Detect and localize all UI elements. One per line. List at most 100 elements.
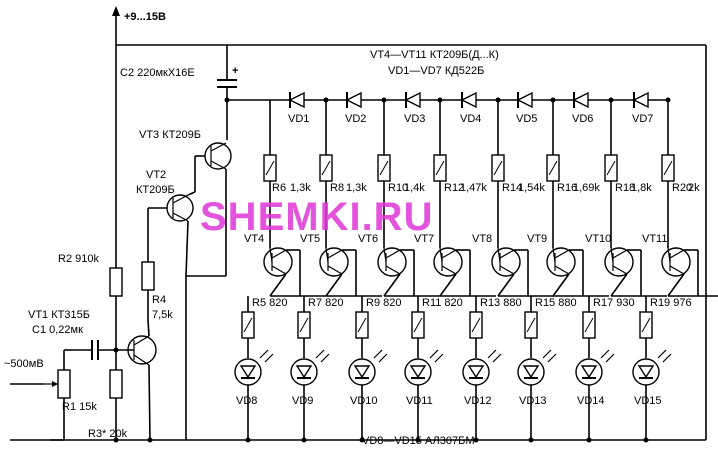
- stage-3-transistor: [377, 247, 407, 277]
- stage-6-led-triangle: [522, 365, 540, 379]
- stage-1-led-label: VD8: [236, 395, 257, 407]
- stage-1-vt-label: VT4: [244, 233, 264, 245]
- stage-7-top-resistor-mark: [606, 160, 616, 176]
- stage-6-base-lead: [552, 247, 556, 263]
- stage-2-rtop-name: R8: [330, 182, 344, 194]
- stage-6-rbot-label: R15 880: [535, 297, 577, 309]
- stage-2-led-arrow-2: [320, 353, 330, 363]
- vt1-collector-wire: [147, 319, 150, 337]
- stage-2-led-label: VD9: [292, 395, 313, 407]
- stage-2-base-lead: [325, 247, 329, 263]
- stage-5-led-arrow-1: [487, 349, 497, 359]
- stage-5-transistor: [491, 247, 521, 277]
- stage-7-led-triangle: [580, 365, 598, 379]
- stage-6-led-arrow-2: [547, 353, 557, 363]
- stage-8-led-triangle: [637, 365, 655, 379]
- supply-arrow-icon: [112, 6, 120, 16]
- stage-5-emitter-down: [497, 273, 515, 297]
- stage-2-top-resistor-mark: [321, 160, 331, 176]
- stage-6-bottom-resistor-mark: [526, 317, 536, 333]
- stage-5-emitter-lead: [499, 265, 515, 275]
- stage-8-rtop-value: 2k: [688, 182, 700, 194]
- stage-5-rtop-value: 1,54k: [518, 182, 545, 194]
- vt3-collector-lead: [210, 142, 227, 152]
- stage-8-led-arrow-1: [657, 349, 667, 359]
- stage-5-rtop-name: R14: [502, 182, 522, 194]
- vt2-emitter-wire: [185, 220, 189, 277]
- diode-3-body: [404, 91, 421, 109]
- diode-1-body: [288, 91, 305, 109]
- stage-7-led-arrow-1: [600, 349, 610, 359]
- stage-5-bottom-resistor-mark: [471, 317, 481, 333]
- stage-7-emitter-down: [610, 273, 628, 297]
- stage-4-emitter-lead: [441, 265, 457, 275]
- static-labels: +9...15В VT4—VT11 КТ209Б(Д...К) VD1—VD7 …: [4, 11, 499, 447]
- stage-8-bus-junction: [665, 97, 671, 103]
- vt2-label-b: КТ209Б: [136, 184, 175, 196]
- stage-4-led-arrow-2: [434, 353, 444, 363]
- stage-7-transistor: [604, 247, 634, 277]
- stage-8-vt-label: VT11: [642, 233, 667, 245]
- stage-5-collector-lead: [499, 249, 515, 259]
- stage-7-bus-junction: [608, 97, 614, 103]
- stage-5-vt-label: VT8: [472, 233, 492, 245]
- stage-8-led-label: VD15: [634, 395, 662, 407]
- vt1-emitter-lead: [133, 354, 150, 366]
- stage-2-emitter-lead: [327, 265, 343, 275]
- stage-7-rbot-label: R17 930: [593, 297, 635, 309]
- stage-3-rtop-value: 1,4k: [404, 182, 425, 194]
- stage-8-top-resistor-mark: [663, 160, 673, 176]
- diode-7-body: [632, 91, 649, 109]
- r1-label: R1 15k: [62, 401, 97, 413]
- stage-1-base-lead: [269, 247, 273, 263]
- diode-1-label: VD1: [288, 113, 309, 125]
- stage-7-base-lead: [610, 247, 614, 263]
- stage-7-emitter-lead: [612, 265, 628, 275]
- stage-2-led-arrow-1: [315, 349, 325, 359]
- stage-5-bus-junction: [495, 97, 501, 103]
- stage-3-emitter-lead: [385, 265, 401, 275]
- stage-5-rbot-label: R13 880: [480, 297, 522, 309]
- stage-8-ground-junction: [643, 437, 649, 443]
- stage-3-bus-junction: [381, 97, 387, 103]
- c2-plus-label: +: [232, 65, 238, 77]
- r4-label-b: 7,5k: [152, 309, 173, 321]
- vt2-collector-lead: [172, 194, 189, 204]
- stage-1-led-arrow-1: [259, 349, 269, 359]
- supply-label: +9...15В: [124, 11, 166, 23]
- vt2-collector-wire: [187, 191, 196, 196]
- stage-1-bottom-resistor-mark: [243, 317, 253, 333]
- diode-7-label: VD7: [632, 113, 653, 125]
- stage-6-led-arrow-1: [542, 349, 552, 359]
- vt1-label: VT1 КТ315Б: [28, 309, 90, 321]
- vt1-collector-lead: [133, 335, 150, 346]
- wiper-arrow-icon: [52, 381, 58, 387]
- stage-4-rtop-value: 1,47k: [460, 182, 487, 194]
- stage-1-transistor: [263, 247, 293, 277]
- stage-7-led-label: VD14: [577, 395, 605, 407]
- diode-4-body: [460, 91, 477, 109]
- transistors-note: VT4—VT11 КТ209Б(Д...К): [370, 49, 499, 61]
- stage-4-led-label: VD11: [406, 395, 433, 407]
- stage-3-base-lead: [383, 247, 387, 263]
- watermark-text: SHEMKI.RU: [200, 195, 433, 239]
- stage-4-led-triangle: [409, 365, 427, 379]
- stage-4-emitter-down: [439, 273, 457, 297]
- stage-2-collector-lead: [327, 249, 343, 259]
- stage-3-rtop-name: R10: [388, 182, 408, 194]
- stage-1-ground-junction: [245, 437, 251, 443]
- stage-3-vt-label: VT6: [358, 233, 378, 245]
- stage-6-top-resistor-mark: [548, 160, 558, 176]
- stage-2-led-triangle: [295, 365, 313, 379]
- stage-6-transistor: [546, 247, 576, 277]
- diode-5-body: [516, 91, 533, 109]
- stage-3-led-arrow-1: [373, 349, 383, 359]
- diode-4-label: VD4: [460, 113, 481, 125]
- stage-4-base-lead: [439, 247, 443, 263]
- stage-4-bus-junction: [437, 97, 443, 103]
- vt2-label-a: VT2: [146, 169, 166, 181]
- r2-resistor: [109, 267, 123, 297]
- stage-1-rtop-name: R6: [272, 182, 286, 194]
- vt3-label: VT3 КТ209Б: [139, 129, 201, 141]
